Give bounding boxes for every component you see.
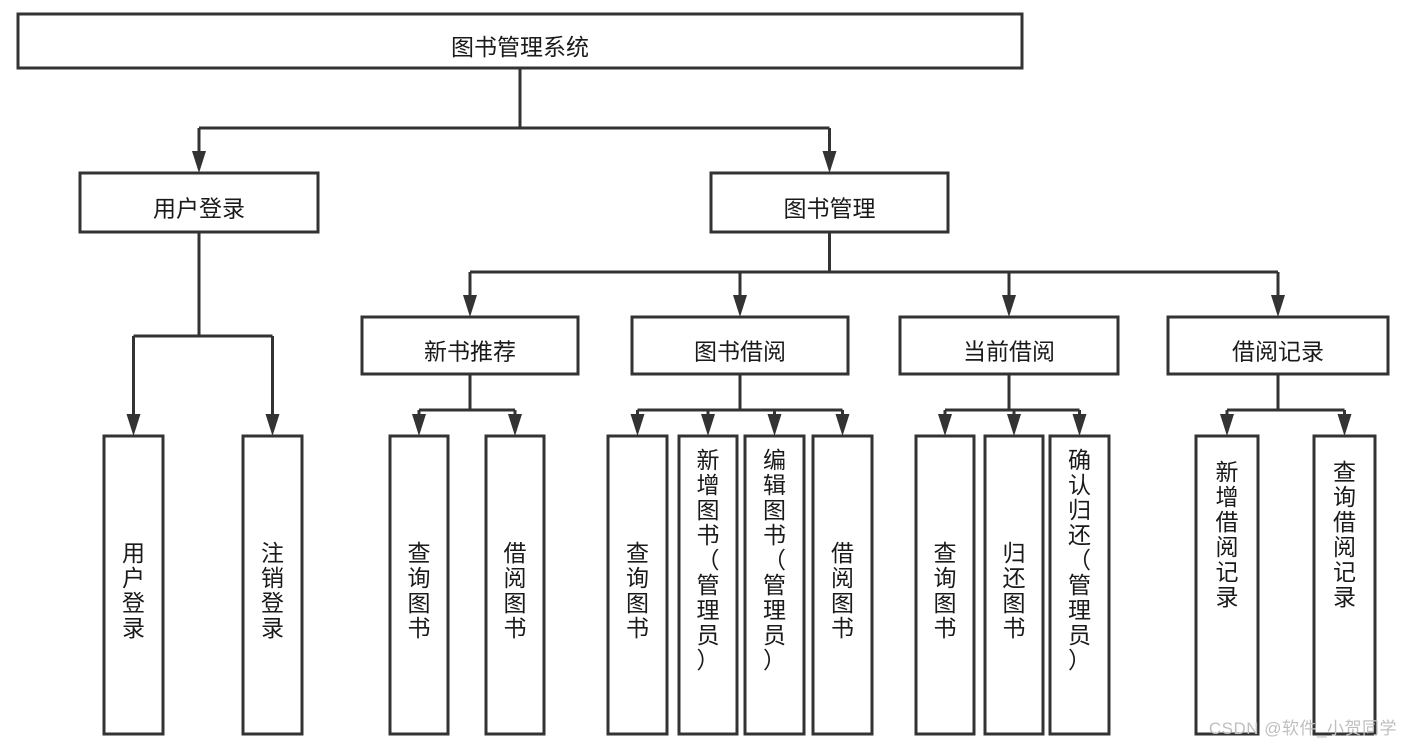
node-box[interactable] [1166,315,1390,376]
node-label: 用户登录 [153,196,245,222]
node-box[interactable] [709,171,950,234]
arrow-head-icon [1072,414,1087,436]
node-box[interactable] [1312,434,1377,736]
node-l1-1[interactable]: 图书管理 [709,171,950,234]
node-l2-3[interactable]: 借阅记录 [1166,315,1390,376]
arrow-head-icon [630,414,645,436]
node-box[interactable] [914,434,976,736]
node-box[interactable] [360,315,580,376]
node-label: 当前借阅 [963,339,1055,365]
arrow-head-icon [701,414,715,436]
node-box[interactable] [78,171,320,234]
arrow-head-icon [126,414,141,436]
node-leaf-7[interactable]: 借阅图书 [811,434,874,736]
arrow-head-icon [265,414,280,436]
node-label: 新增图书（管理员） [697,447,720,673]
node-leaf-8[interactable]: 查询图书 [914,434,976,736]
node-label: 编辑图书（管理员） [763,447,786,673]
node-leaf-10[interactable]: 确认归还（管理员） [1048,434,1111,736]
arrow-head-icon [767,414,782,436]
arrow-head-icon [938,414,952,436]
node-box[interactable] [898,315,1120,376]
node-box[interactable] [630,315,850,376]
node-label: 归还图书 [1003,540,1026,641]
node-label: 借阅图书 [504,540,527,641]
node-label: 查询图书 [934,540,957,641]
node-leaf-3[interactable]: 借阅图书 [484,434,546,736]
node-box[interactable] [388,434,450,736]
node-label: 确认归还（管理员） [1068,447,1091,673]
node-l1-0[interactable]: 用户登录 [78,171,320,234]
node-label: 注销登录 [261,540,284,641]
node-l2-1[interactable]: 图书借阅 [630,315,850,376]
node-root-0[interactable]: 图书管理系统 [16,12,1024,70]
node-label: 借阅图书 [831,540,854,641]
node-box[interactable] [484,434,546,736]
node-leaf-12[interactable]: 查询借阅记录 [1312,434,1377,736]
node-leaf-6[interactable]: 编辑图书（管理员） [743,434,806,736]
node-box[interactable] [241,434,304,736]
node-label: 新书推荐 [424,339,516,365]
node-box[interactable] [677,434,739,736]
node-label: 查询图书 [626,540,649,641]
arrow-head-icon [1002,295,1016,317]
node-layer: 图书管理系统用户登录图书管理新书推荐图书借阅当前借阅借阅记录用户登录注销登录查询… [16,12,1390,736]
node-label: 图书管理 [784,196,876,222]
arrow-head-icon [835,414,850,436]
arrow-head-icon [508,414,522,436]
node-box[interactable] [606,434,669,736]
node-leaf-4[interactable]: 查询图书 [606,434,669,736]
node-leaf-11[interactable]: 新增借阅记录 [1194,434,1260,736]
node-l2-0[interactable]: 新书推荐 [360,315,580,376]
node-leaf-0[interactable]: 用户登录 [102,434,165,736]
node-box[interactable] [983,434,1045,736]
node-label: 图书借阅 [694,339,786,365]
node-l2-2[interactable]: 当前借阅 [898,315,1120,376]
node-box[interactable] [1048,434,1111,736]
node-label: 图书管理系统 [451,34,589,60]
node-box[interactable] [1194,434,1260,736]
node-leaf-1[interactable]: 注销登录 [241,434,304,736]
node-leaf-5[interactable]: 新增图书（管理员） [677,434,739,736]
arrow-head-icon [463,295,477,317]
node-leaf-2[interactable]: 查询图书 [388,434,450,736]
arrow-head-icon [412,414,426,436]
node-leaf-9[interactable]: 归还图书 [983,434,1045,736]
node-label: 查询图书 [408,540,431,641]
node-label: 新增借阅记录 [1216,459,1239,610]
arrow-head-icon [733,295,747,317]
connector-layer [126,68,1352,436]
node-label: 查询借阅记录 [1333,459,1356,610]
node-box[interactable] [102,434,165,736]
arrow-head-icon [822,151,837,173]
node-label: 用户登录 [122,540,145,641]
arrow-head-icon [1271,295,1285,317]
node-box[interactable] [743,434,806,736]
node-box[interactable] [16,12,1024,70]
arrow-head-icon [1007,414,1021,436]
arrow-head-icon [192,151,206,173]
arrow-head-icon [1337,414,1352,436]
arrow-head-icon [1220,414,1234,436]
node-box[interactable] [811,434,874,736]
node-label: 借阅记录 [1232,339,1324,365]
